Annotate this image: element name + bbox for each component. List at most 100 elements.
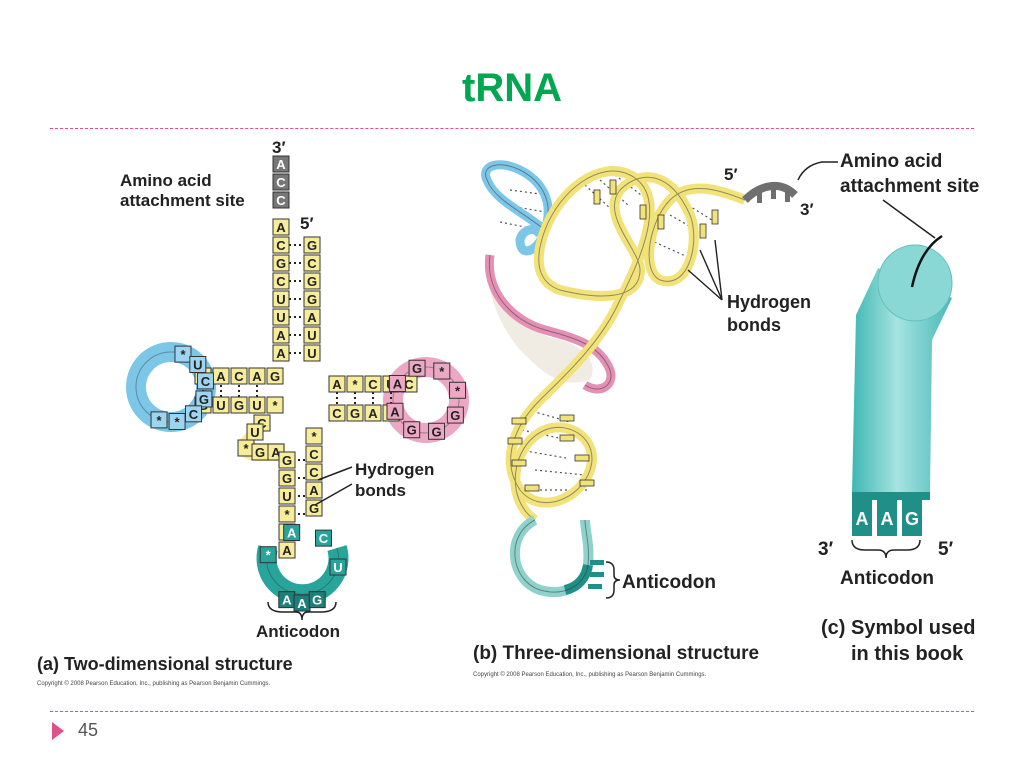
d-arm-base: C [234,369,244,384]
t-loop-base: G [431,424,441,439]
variable-loop-base: G [255,445,265,460]
acceptor-arm-base-box [364,404,382,422]
t-loop-base-box [386,402,404,420]
anticodon-stem-base-box [278,487,296,505]
anticodon-stem-base: A [282,543,292,558]
acceptor-stem-base: A [307,310,317,325]
anticodon-stem-base: A [309,483,319,498]
acceptor-arm-base-box [364,375,382,393]
panel-b-core-shading [488,260,593,383]
acceptor-arm-base-box [346,404,364,422]
acceptor-stem-base: A [276,328,286,343]
anticodon-stem-base: U [282,489,291,504]
anticodon-stem-base: * [284,507,290,522]
panel-a-anticodon-brace [267,601,337,621]
panel-c-anticodon-brace [851,539,921,559]
acceptor-stem-base-box [272,326,290,344]
panel-c-three-prime: 3′ [818,539,834,560]
t-loop-base-box [449,381,467,399]
acceptor-arm-base: C [332,406,342,421]
panel-a-three-prime: 3′ [272,138,286,157]
acceptor-arm-base: A [368,406,378,421]
d-arm-base: G [234,398,244,413]
t-loop-base-box [403,421,421,439]
anticodon-base-box [308,591,326,609]
anticodon-loop [256,545,349,605]
anticodon-stem-base-box [278,541,296,559]
bottom-divider [50,711,974,712]
acceptor-arm-base: A [332,377,342,392]
anticodon-stem-base-box [278,451,296,469]
acceptor-stem-base-box [303,344,321,362]
t-loop-base: G [450,408,460,423]
acceptor-stem-base-box [272,308,290,326]
panel-c-anticodon-letter: A [856,509,869,529]
t-loop-base: * [439,364,445,379]
panel-c-caption-line1: (c) Symbol used [821,617,975,639]
d-loop-base: U [193,358,202,373]
anticodon-loop-base: U [333,560,342,575]
d-arm-base: G [270,369,280,384]
acceptor-arm-base-box [346,375,364,393]
d-loop-base: * [175,414,181,429]
panel-a-nucleotides: ACCACGCUUAAGCGGAUUCACAGGUGU**UCGC**A*CUC… [150,155,467,612]
acceptor-stem-base: U [307,346,316,361]
d-loop-base-box [168,412,186,430]
acceptor-stem-base: U [307,328,316,343]
acceptor-stem-base: A [276,346,286,361]
panel-b-acceptor-end [742,182,798,203]
acceptor-stem-base-box [272,290,290,308]
acceptor-stem-base: C [307,256,317,271]
panel-a-bonds-label: bonds [355,481,406,500]
t-loop-base: * [455,383,461,398]
acceptor-tail-base: C [276,175,286,190]
acceptor-stem-base: G [307,292,317,307]
acceptor-stem-base: G [307,238,317,253]
panel-b-three-prime: 3′ [800,200,814,219]
panel-b-three-dimensional: 5′ 3′ Hydrogen bonds Anticodon (b) Three… [473,160,814,678]
acceptor-stem-base-box [272,272,290,290]
variable-loop-base: A [271,445,281,460]
acceptor-arm-base-box [328,375,346,393]
panel-a-copyright: Copyright © 2008 Pearson Education, Inc.… [37,680,271,687]
acceptor-stem-base: A [276,220,286,235]
panel-a-hbond-pointer [314,466,353,506]
panel-b-five-prime: 5′ [724,165,738,184]
d-loop-base: G [199,392,209,407]
anticodon-loop-base-box [283,524,301,542]
d-arm-base-box [230,367,248,385]
d-arm-base: * [272,398,278,413]
page-number: 45 [78,720,99,740]
slide-bullet-icon [52,722,64,740]
top-divider [50,128,974,129]
d-arm-base: A [252,369,262,384]
d-loop-base-box [150,411,168,429]
acceptor-stem-base-box [303,236,321,254]
anticodon-stem-base-box [305,463,323,481]
panel-b-bonds-label: bonds [727,315,781,335]
t-loop-base-box [428,422,446,440]
d-loop-base-box [196,372,214,390]
d-arm-base-box [248,367,266,385]
panel-a-hydrogen-label: Hydrogen [355,460,434,479]
d-loop-base: * [180,347,186,362]
anticodon-stem-base: G [282,453,292,468]
acceptor-stem-base-box [303,326,321,344]
anticodon-base: A [297,596,307,611]
acceptor-stem-base-box [303,272,321,290]
t-loop-base: G [407,423,417,438]
acceptor-tail-base-box [272,155,290,173]
acceptor-stem-base: G [276,256,286,271]
slide-title: tRNA [462,66,562,110]
anticodon-stem-base: G [282,471,292,486]
panel-b-base-ticks [507,179,719,492]
anticodon-stem-base: C [309,465,319,480]
panel-b-caption: (b) Three-dimensional structure [473,643,759,664]
variable-loop-base-box [246,423,264,441]
t-loop-base-box [446,406,464,424]
panel-c-attachment-site-label: attachment site [840,176,979,197]
acceptor-tail-base: A [276,157,286,172]
panel-b-anticodon-brace [605,561,621,599]
panel-b-anticodon-ticks [588,560,604,589]
